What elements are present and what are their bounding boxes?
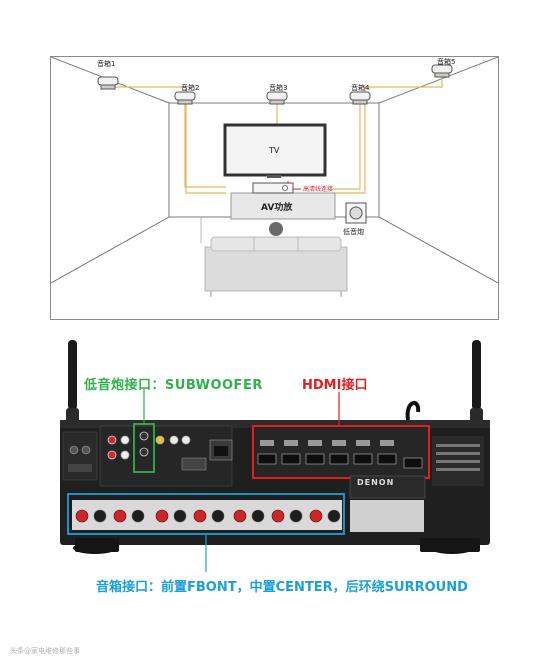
room-perspective: [51, 57, 498, 297]
watermark: 头条@家电维修那些事: [10, 647, 80, 655]
speaker-icon: [431, 64, 453, 78]
speaker-icon: [97, 76, 119, 90]
tv-label: TV: [269, 146, 280, 155]
antenna-left: [66, 340, 79, 426]
speaker-icon: [349, 91, 371, 105]
speaker-terminal-row: [72, 500, 342, 530]
speaker-port-callout: 音箱接口：前置FBONT，中置CENTER，后环绕SURROUND: [96, 580, 468, 595]
receiver-brand: DENON: [357, 478, 395, 487]
speaker-label: 音箱4: [351, 84, 370, 92]
room-diagram: 音箱1 音箱2 音箱3 音箱4 音箱5 TV AV功放 高清线连接 低音炮: [50, 56, 499, 320]
speaker-label: 音箱1: [97, 60, 116, 68]
speaker-label: 音箱2: [181, 84, 200, 92]
subwoofer-port-callout: 低音炮接口：SUBWOOFER: [84, 378, 263, 393]
antenna-right: [470, 340, 483, 426]
speaker-label: 音箱3: [269, 84, 288, 92]
speaker-icon: [174, 91, 196, 105]
subwoofer-label: 低音炮: [343, 228, 364, 236]
hdmi-cable-tag: 高清线连接: [303, 186, 334, 193]
couch: [204, 222, 348, 297]
speaker-icon: [266, 91, 288, 105]
hdmi-port-callout: HDMI接口: [302, 378, 368, 393]
speaker-label: 音箱5: [437, 58, 456, 66]
av-receiver-label: AV功放: [261, 203, 293, 213]
